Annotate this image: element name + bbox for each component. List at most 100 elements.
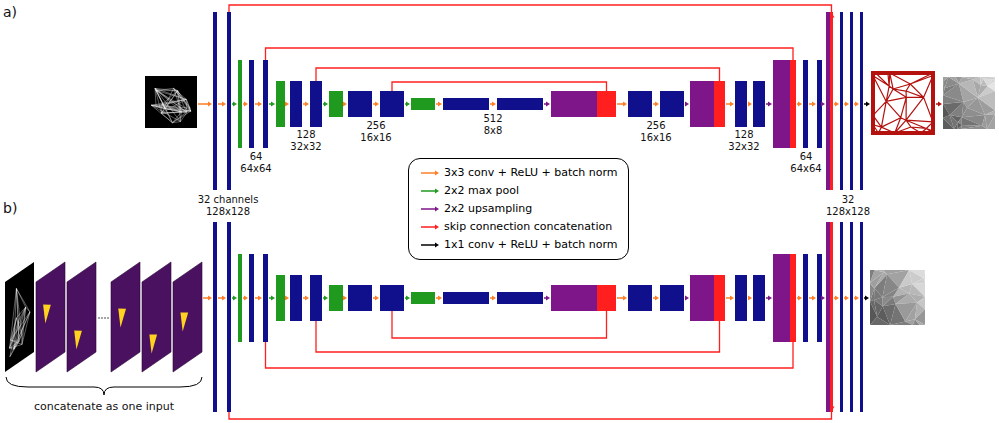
feature-map-block [597, 91, 616, 117]
skip-connection [392, 307, 607, 339]
feature-map-block [411, 98, 435, 110]
flow-arrowhead [855, 102, 859, 107]
graph-edge [10, 318, 16, 357]
flow-arrowhead [438, 296, 442, 301]
flow-arrowhead [375, 296, 379, 301]
mesh-lines [873, 73, 933, 133]
feature-map-block [790, 60, 796, 148]
legend-arrow-sample [419, 222, 441, 232]
image-facet [915, 309, 925, 325]
legend-arrow-sample [419, 240, 441, 250]
feature-map-block [329, 285, 343, 311]
flow-arrowhead [821, 296, 825, 301]
feature-map-block [830, 222, 833, 412]
graph-edge [178, 91, 182, 112]
graph-edge [151, 105, 180, 121]
feature-map-block [497, 98, 543, 110]
feature-map-block [263, 254, 268, 342]
flow-arrow-line [421, 172, 436, 174]
graph-edge [156, 88, 173, 90]
image-facet [870, 270, 884, 283]
mask-sheet [36, 262, 65, 372]
image-facet [883, 270, 909, 274]
feature-map-block [249, 60, 254, 148]
flow-arrowhead [244, 102, 248, 107]
graph-edge [14, 307, 26, 349]
output-image [870, 270, 925, 325]
image-ground [145, 76, 197, 128]
flow-arrowhead [938, 102, 942, 107]
graph-edge [26, 307, 30, 312]
feature-map-block [213, 222, 217, 412]
skip-connection [266, 338, 794, 369]
image-facet [988, 81, 995, 91]
flow-arrowhead [406, 102, 410, 107]
flow-arrowhead [271, 102, 275, 107]
graph-edge [181, 111, 186, 112]
channel-count: 256 [366, 120, 385, 132]
graph-edge [162, 105, 182, 112]
feature-map-block [249, 254, 254, 342]
feature-map-block [497, 292, 543, 304]
feature-map-block [238, 254, 242, 342]
flow-arrowhead [655, 102, 659, 107]
image-facet [899, 270, 912, 288]
feature-map-block [628, 91, 652, 117]
graph-edge [16, 289, 29, 312]
flow-arrowhead [623, 102, 627, 107]
flow-arrowhead [855, 296, 859, 301]
flow-arrow-line [617, 103, 624, 105]
image-facet [917, 297, 925, 303]
graph-edge [16, 289, 18, 342]
flow-arrow-line [421, 190, 436, 192]
flow-arrowhead [343, 102, 347, 107]
feature-map-block [840, 222, 843, 412]
output-image [943, 77, 995, 129]
flow-arrowhead [222, 296, 226, 301]
legend-arrow-sample [419, 168, 441, 178]
feature-map-block [276, 81, 285, 127]
feature-map-block [860, 222, 863, 412]
flow-arrowhead [835, 296, 839, 301]
graph-edge [16, 307, 25, 318]
graph-edge [156, 90, 191, 111]
channel-count: 64 [250, 151, 263, 163]
resolution-label: 8x8 [484, 125, 503, 137]
mesh-border [873, 73, 933, 133]
feature-map-block [628, 285, 652, 311]
flow-arrowhead [546, 296, 550, 301]
legend-entry: 2x2 max pool [419, 182, 618, 200]
image-facet [915, 319, 925, 325]
resolution-label: 16x16 [640, 132, 671, 144]
flow-arrowhead [208, 102, 212, 107]
feature-map-block [380, 285, 404, 311]
feature-map-block [660, 91, 684, 117]
image-facet [870, 317, 890, 325]
image-facet [943, 77, 948, 81]
feature-map-block [803, 254, 808, 342]
feature-map-block [310, 81, 322, 127]
image-facet [987, 114, 995, 129]
feature-map-block [310, 275, 322, 321]
mask-sheet [111, 262, 140, 372]
image-facet [980, 77, 995, 79]
feature-map-block [773, 254, 790, 342]
resolution-label: 16x16 [360, 132, 391, 144]
feature-map-block [714, 81, 725, 127]
image-facet [912, 283, 925, 297]
mesh-ground [873, 73, 933, 133]
feature-map-block [850, 222, 853, 412]
feature-map-block [290, 81, 302, 127]
flow-arrowhead [435, 189, 439, 194]
feature-map-block [690, 81, 714, 127]
mask-sheet [67, 262, 96, 372]
ellipsis-dot [107, 317, 109, 319]
resolution-label: 128x128 [826, 206, 870, 218]
image-facet [962, 77, 981, 80]
input-stack [5, 262, 202, 372]
channel-count: 256 [646, 120, 665, 132]
graph-edge [16, 289, 25, 308]
flow-arrowhead [435, 225, 439, 230]
flow-arrowhead [406, 296, 410, 301]
legend-text: 2x2 max pool [444, 182, 519, 200]
